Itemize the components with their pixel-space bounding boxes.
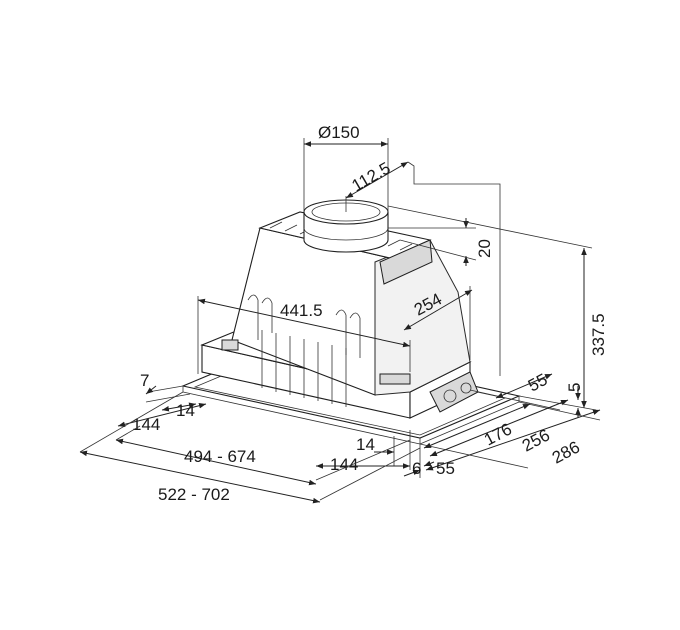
label-rear-gap: 55 xyxy=(525,370,551,396)
label-duct-diameter: Ø150 xyxy=(318,123,360,142)
label-width-range-inner: 494 - 674 xyxy=(184,447,256,466)
label-total-height: 337.5 xyxy=(589,313,608,356)
label-left-144: 144 xyxy=(132,415,160,434)
label-collar-height: 20 xyxy=(475,239,494,258)
label-frame-thickness: 5 xyxy=(565,383,584,392)
label-width-range-outer: 522 - 702 xyxy=(158,485,230,504)
label-left-7: 7 xyxy=(140,371,149,390)
top-ribs xyxy=(269,221,433,285)
dim-width-ranges: 494 - 674 522 - 702 xyxy=(79,391,421,504)
label-left-14: 14 xyxy=(176,401,195,420)
label-front-144: 144 xyxy=(330,455,358,474)
label-depth-256: 256 xyxy=(519,425,553,455)
dim-front-small: 14 144 6 55 xyxy=(316,430,455,478)
label-duct-offset: 112.5 xyxy=(349,158,394,195)
dim-diameter: Ø150 xyxy=(303,123,389,212)
dim-collar-height: 20 xyxy=(388,218,494,266)
label-front-6: 6 xyxy=(412,459,421,478)
dim-total-height: 337.5 xyxy=(387,205,608,411)
label-front-55: 55 xyxy=(436,459,455,478)
dim-inner-width: 441.5 xyxy=(197,296,411,374)
label-front-14: 14 xyxy=(356,435,375,454)
label-depth-286: 286 xyxy=(549,437,583,467)
label-inner-width: 441.5 xyxy=(280,301,323,320)
dim-left-small: 7 14 144 xyxy=(117,371,207,434)
